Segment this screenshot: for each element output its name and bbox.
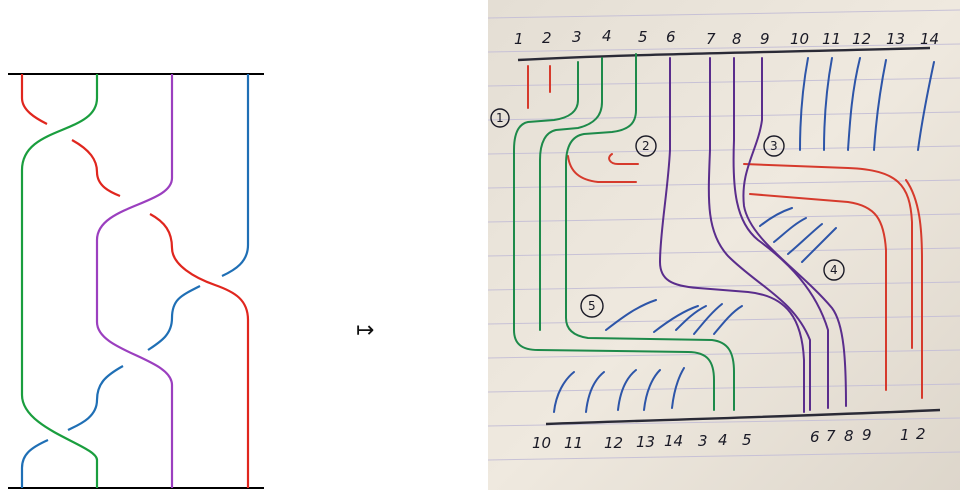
bottom-label: 7 [826,427,836,445]
top-label: 11 [822,30,841,48]
region-label-3: 3 [763,135,785,157]
strand-purple [95,74,174,488]
bottom-label: 12 [604,434,623,452]
top-label: 9 [760,30,770,48]
strand-red [71,139,121,198]
region-label-4: 4 [823,259,845,281]
sketch-strands-blue [553,57,935,413]
bottom-label: 1 [900,426,910,444]
bottom-label: 4 [718,431,728,449]
strand-blue [20,438,49,488]
top-label: 3 [572,28,582,46]
bottom-label: 5 [742,431,752,449]
top-labels: 1 2 3 4 5 6 7 8 9 10 11 12 13 14 [514,27,939,48]
region-label-text: 1 [496,111,504,125]
top-label: 2 [542,29,552,47]
bottom-label: 2 [916,425,926,443]
bottom-label: 3 [698,432,708,450]
strand-blue [67,365,124,431]
sketch-strands-red [527,65,923,399]
strand-blue [221,74,250,277]
region-label-5: 5 [580,294,604,318]
bottom-label: 6 [810,428,820,446]
region-label-text: 4 [830,263,838,277]
sketch-top-bar [517,46,931,62]
top-label: 5 [638,28,648,46]
region-label-1: 1 [490,108,510,128]
bottom-label: 8 [844,427,854,445]
region-label-text: 3 [770,139,778,153]
top-label: 1 [514,30,524,48]
bottom-label: 14 [664,432,683,450]
top-label: 4 [602,27,612,45]
region-label-text: 2 [642,139,650,153]
notebook-sketch-photo: 1 2 3 4 5 6 7 8 9 10 11 12 13 14 10 11 1… [488,0,960,490]
maps-to-arrow: ↦ [356,318,375,343]
bottom-label: 13 [636,433,655,451]
region-label-2: 2 [635,135,657,157]
top-label: 14 [920,30,939,48]
top-label: 8 [732,30,742,48]
top-label: 12 [852,30,871,48]
bottom-label: 9 [862,426,872,444]
sketch-strands-purple [658,57,847,413]
top-label: 6 [666,28,676,46]
strand-red [20,74,48,125]
top-label: 10 [790,30,809,48]
top-label: 13 [886,30,905,48]
region-label-text: 5 [588,299,596,313]
notebook-paper [488,0,960,490]
sketch-strands-green [513,53,735,411]
strand-blue [147,285,201,351]
strand-red [149,213,250,488]
bottom-label: 11 [564,434,583,452]
bottom-labels: 10 11 12 13 14 3 4 5 6 7 8 9 1 2 [532,425,926,452]
top-label: 7 [706,30,716,48]
sketch-bottom-bar [545,408,941,426]
bottom-label: 10 [532,434,551,452]
braid-diagram [8,73,264,489]
strand-green [20,74,99,488]
